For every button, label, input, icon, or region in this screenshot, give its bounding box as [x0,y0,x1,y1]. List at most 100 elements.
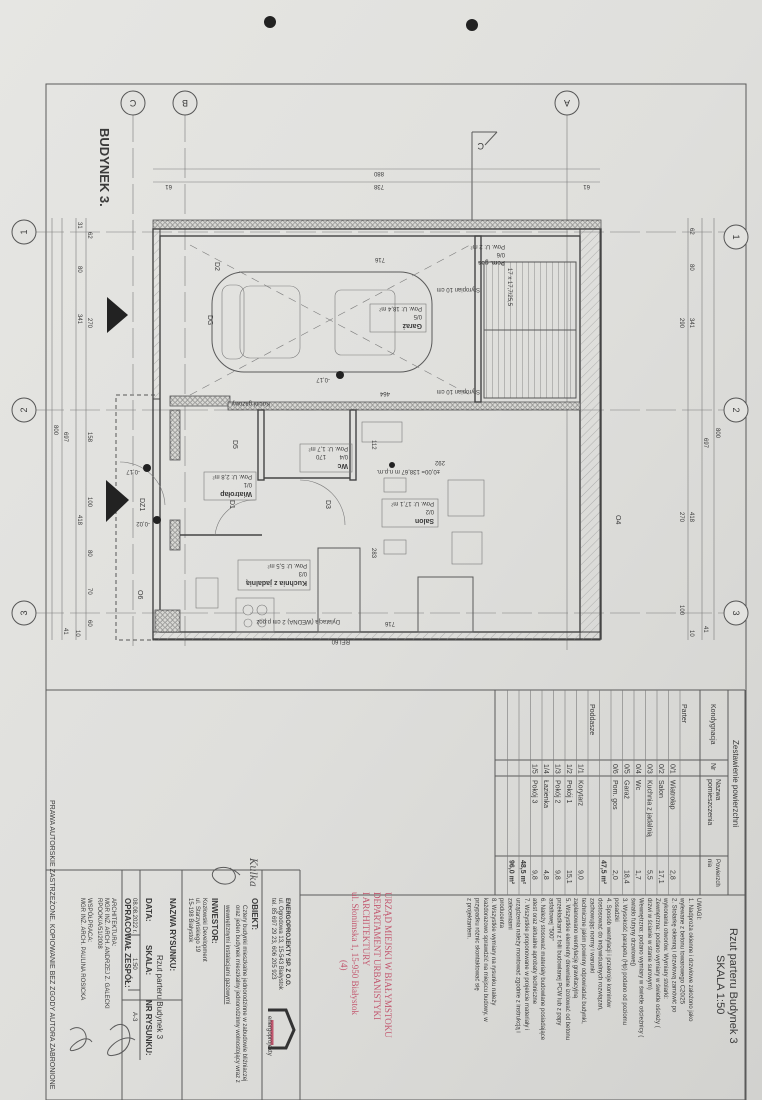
table-cell-name: Pokój 3 [531,780,538,803]
dim-label: 41 [702,626,708,633]
table-cell-area: 9,8 [531,870,538,880]
note-line: światło futryny drzwiowej) [629,898,635,966]
table-header: Nazwa [714,779,721,801]
company-name: ENERGOPROJEKTY SP. Z O.O. [284,898,290,987]
note-line: 2. Stolarkę okienną i drzwiową zamówić p… [670,898,676,1013]
title-block [46,689,746,1100]
entrance-canopy [106,297,155,641]
room-name: Salon [415,517,434,524]
note-line: Zewnętrzna: podano wymiary w świetle ośc… [654,898,660,1028]
dim-label: 697 [702,438,708,449]
table-cell-nr: 0/1 [669,764,676,774]
architect-name: MGR INŻ. ARCH. ANDRZEJ Z. GALECKI [103,898,110,1009]
table-cell-name: Wc [634,780,641,791]
door-label: D2 [213,262,220,271]
drawing-frame [45,83,747,1100]
room-area: Pow. U: 2 m² [471,243,505,249]
axis-label: 2 [19,407,29,412]
table-cell-name: Pokój 2 [554,780,561,803]
date-value: 08.08.2022 r. [131,898,137,933]
room-name: Wiatrołap [220,490,252,497]
level-marker: ±0,00= 138,67 m n.p.m. [376,462,440,474]
room-name: Wc [337,462,348,469]
room-name: Kuchnia z jadalnią [246,579,307,586]
table-cell-area: 9,0 [577,870,584,880]
dim-label: 800 [52,425,58,436]
note-line: wylewane z betonu towarowego C20/25 [679,897,685,1005]
stairs-label: 17 x 17,7/25,5 [506,268,512,307]
area-table: Zestawienie powierzchni Kondygnacja Nr N… [495,690,740,895]
dim-label: 716 [374,256,385,262]
cooperator-name: MGR INŻ. ARCH. PAULINA ROSICKA [79,898,86,1000]
dim-label: 80 [76,266,82,273]
note-line: posadzki [613,898,619,922]
axis-bubble-a: A [554,90,580,116]
axis-label: 2 [731,407,741,412]
notes-heading: UWAGI: [695,898,701,920]
note-line: 6. Należy stosować materiały budowlane p… [539,898,545,1041]
note-line: wykonaniu otworów. Wymiary stolarki: [662,897,668,999]
building-outline [152,219,602,641]
axis-label: C [129,98,136,108]
room-name: Garaż [402,322,422,329]
scale-value: 1:50 [131,958,137,970]
note-line: 3. Wysokość parapetu (Hp) podano od pozi… [621,898,627,1025]
level-label: -0,17 [316,376,330,382]
stamp-line: (4) [339,960,349,971]
drawing-number-value: A-3 [131,1012,137,1022]
table-level: Poddasze [588,704,595,735]
stamp-line: ul. Słonimska 1, 15-950 Białystok [350,892,360,1016]
drawing-name-label: NAZWA RYSUNKU: [168,898,177,971]
right-dimensions: 62 80 341 290 800 697 418 270 100 41 10 [678,218,720,640]
drawing-name-value: Rzut parteru Budynek 3 [155,955,164,1040]
handwritten-note: Kulka [247,857,258,887]
note-line: dostosować do indywidualnych rozwiązań, [597,898,603,1011]
dim-label: 158 [86,432,92,443]
note-line: zaleceniami [506,898,512,930]
note-line: przypadku różnic skontaktować się [474,898,480,991]
note-line: Wewnętrzna: podano wymiary w świetle ośc… [638,898,644,1037]
dim-label: 270 [678,512,684,523]
level-label: ±0,00= 138,67 m n.p.m. [376,468,440,474]
staircase: 17 x 17,7/25,5 [483,261,577,399]
table-cell-area: 17,1 [657,870,664,884]
note-line: 4. Sposób wentylacji i przekroje kominów [605,898,611,1008]
insulation-label: Styropian 10 cm [437,286,480,292]
entrance-arrow-icon [107,297,128,333]
entrance-arrow-icon [106,480,129,522]
object-text: oraz jeden budynek mieszkalny jednorodzi… [234,905,240,1083]
table-cell-nr: 1/4 [542,764,549,774]
table-cell-area: 15,1 [565,870,572,884]
room-number: 0/3 [298,570,307,576]
dim-label: 100 [86,497,92,508]
top-dimensions: 880 738 61 61 [153,168,600,189]
room-area: Pow. U: 1,7 m² [309,445,348,451]
note-line: 7. Wszystkie proponowane w projekcie mat… [523,898,529,1030]
boiler-label: Kocioł gazowy [232,400,270,406]
table-cell-name: Kuchnia z jadalnią [646,780,653,837]
company-address: ul. Ogrodowa 13, 15-543 Białystok [277,898,283,991]
note-line: z projektantem. [465,898,471,939]
dim-label: 41 [62,628,68,635]
architect-license: RPOOK/A/51/2008 [96,898,102,949]
dim-label: 418 [76,515,82,526]
dim-label: 880 [373,170,384,176]
room-area: Pow. U: 2,8 m² [213,473,252,479]
axis-label: 1 [19,229,29,234]
door-label: D1 [228,500,235,509]
table-cell-area: 9,8 [554,870,561,880]
note-line: 5. Wszystkie elementy drewniane izolować… [564,898,570,1040]
table-header: Kondygnacja [709,704,716,745]
stamp-line: I ARCHITEKTURY [361,892,371,967]
axis-label: A [564,98,570,108]
axis-label: 3 [19,610,29,615]
dim-label: 62 [86,232,92,239]
axis-bubble-2-left: 2 [11,397,37,423]
dim-label: 62 [688,228,694,235]
section-label: C [477,141,484,151]
table-title: Zestawienie powierzchni [731,740,740,827]
copyright-note: PRAWA AUTORSKIE ZASTRZEŻONE. KOPIOWANIE … [48,800,57,1090]
